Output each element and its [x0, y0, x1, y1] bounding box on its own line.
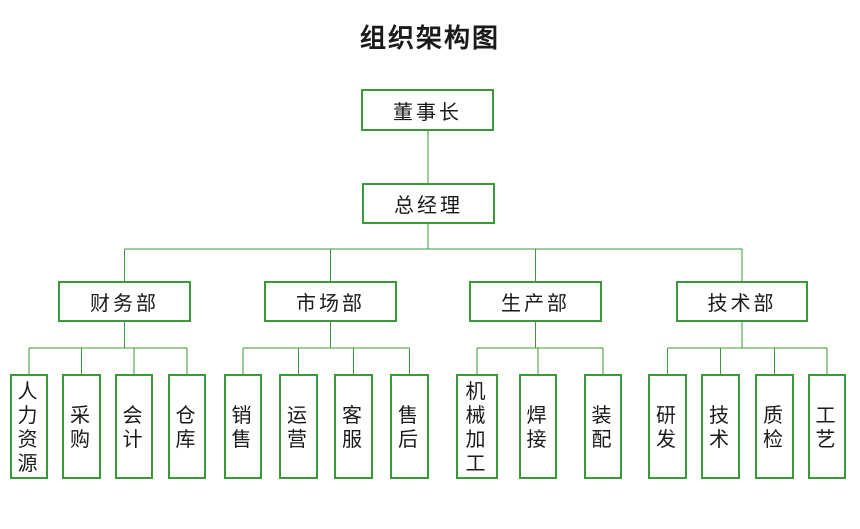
- node-unit: 装配: [584, 374, 622, 479]
- unit-label: 会计: [122, 402, 146, 451]
- unit-label: 工艺: [815, 402, 839, 451]
- node-unit: 仓库: [168, 374, 206, 479]
- node-department: 市场部: [264, 281, 397, 322]
- node-unit: 研发: [648, 374, 687, 479]
- chart-title: 组织架构图: [359, 24, 500, 54]
- node-department: 生产部: [469, 281, 602, 322]
- unit-label: 装配: [591, 402, 615, 451]
- unit-label: 质检: [763, 402, 786, 451]
- node-unit: 客服: [334, 374, 373, 479]
- node-unit: 工艺: [808, 374, 846, 479]
- node-unit: 技术: [701, 374, 740, 479]
- node-unit: 焊接: [519, 374, 557, 479]
- node-unit: 机械加工: [456, 374, 498, 479]
- unit-label: 客服: [342, 402, 365, 451]
- unit-label: 销售: [231, 402, 255, 451]
- node-unit: 质检: [755, 374, 794, 479]
- node-department: 技术部: [676, 281, 808, 322]
- node-department: 财务部: [58, 281, 191, 322]
- node-unit: 人力资源: [10, 374, 48, 479]
- unit-label: 技术: [709, 402, 732, 451]
- node-unit: 运营: [279, 374, 318, 479]
- unit-label: 仓库: [175, 402, 199, 451]
- node-unit: 售后: [390, 374, 429, 479]
- unit-label: 人力资源: [17, 378, 41, 475]
- unit-label: 运营: [287, 402, 310, 451]
- unit-label: 售后: [398, 402, 421, 451]
- unit-label: 采购: [70, 402, 93, 451]
- node-unit: 采购: [62, 374, 101, 479]
- node-unit: 销售: [224, 374, 262, 479]
- node-unit: 会计: [115, 374, 153, 479]
- node-chairman: 董事长: [361, 89, 494, 131]
- unit-label: 研发: [656, 402, 679, 451]
- unit-label: 焊接: [526, 402, 550, 451]
- unit-label: 机械加工: [465, 378, 489, 475]
- node-general-manager: 总经理: [362, 183, 495, 224]
